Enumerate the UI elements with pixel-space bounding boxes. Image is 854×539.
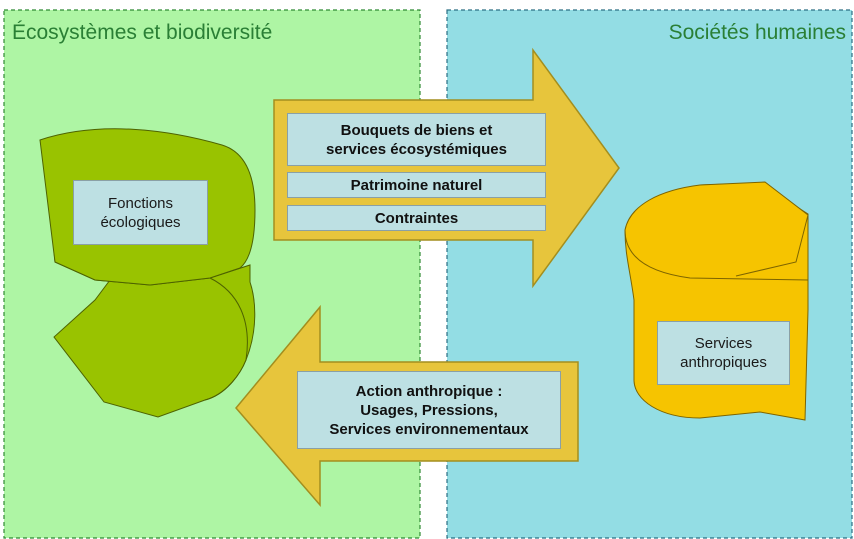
label-bouquets: Bouquets de biens et services écosystémi… xyxy=(287,113,546,166)
panel-ecosystems: Écosystèmes et biodiversité xyxy=(4,10,420,538)
label-action-text: Action anthropique : Usages, Pressions, … xyxy=(329,382,529,438)
node-anthropic-services-label: Services anthropiques xyxy=(680,335,767,371)
label-action: Action anthropique : Usages, Pressions, … xyxy=(297,371,561,449)
label-contraintes-text: Contraintes xyxy=(374,209,459,227)
label-contraintes: Contraintes xyxy=(287,205,546,231)
panel-title-societies: Sociétés humaines xyxy=(668,21,846,44)
label-patrimoine: Patrimoine naturel xyxy=(287,172,546,198)
node-anthropic-services: Services anthropiques xyxy=(657,321,790,385)
panel-title-ecosystems: Écosystèmes et biodiversité xyxy=(12,21,273,44)
label-patrimoine-text: Patrimoine naturel xyxy=(350,176,483,194)
node-ecological-functions: Fonctions écologiques xyxy=(73,180,208,245)
label-bouquets-text: Bouquets de biens et services écosystémi… xyxy=(326,121,507,158)
node-ecological-functions-label: Fonctions écologiques xyxy=(100,194,181,231)
panel-societies: Sociétés humaines xyxy=(447,10,852,538)
